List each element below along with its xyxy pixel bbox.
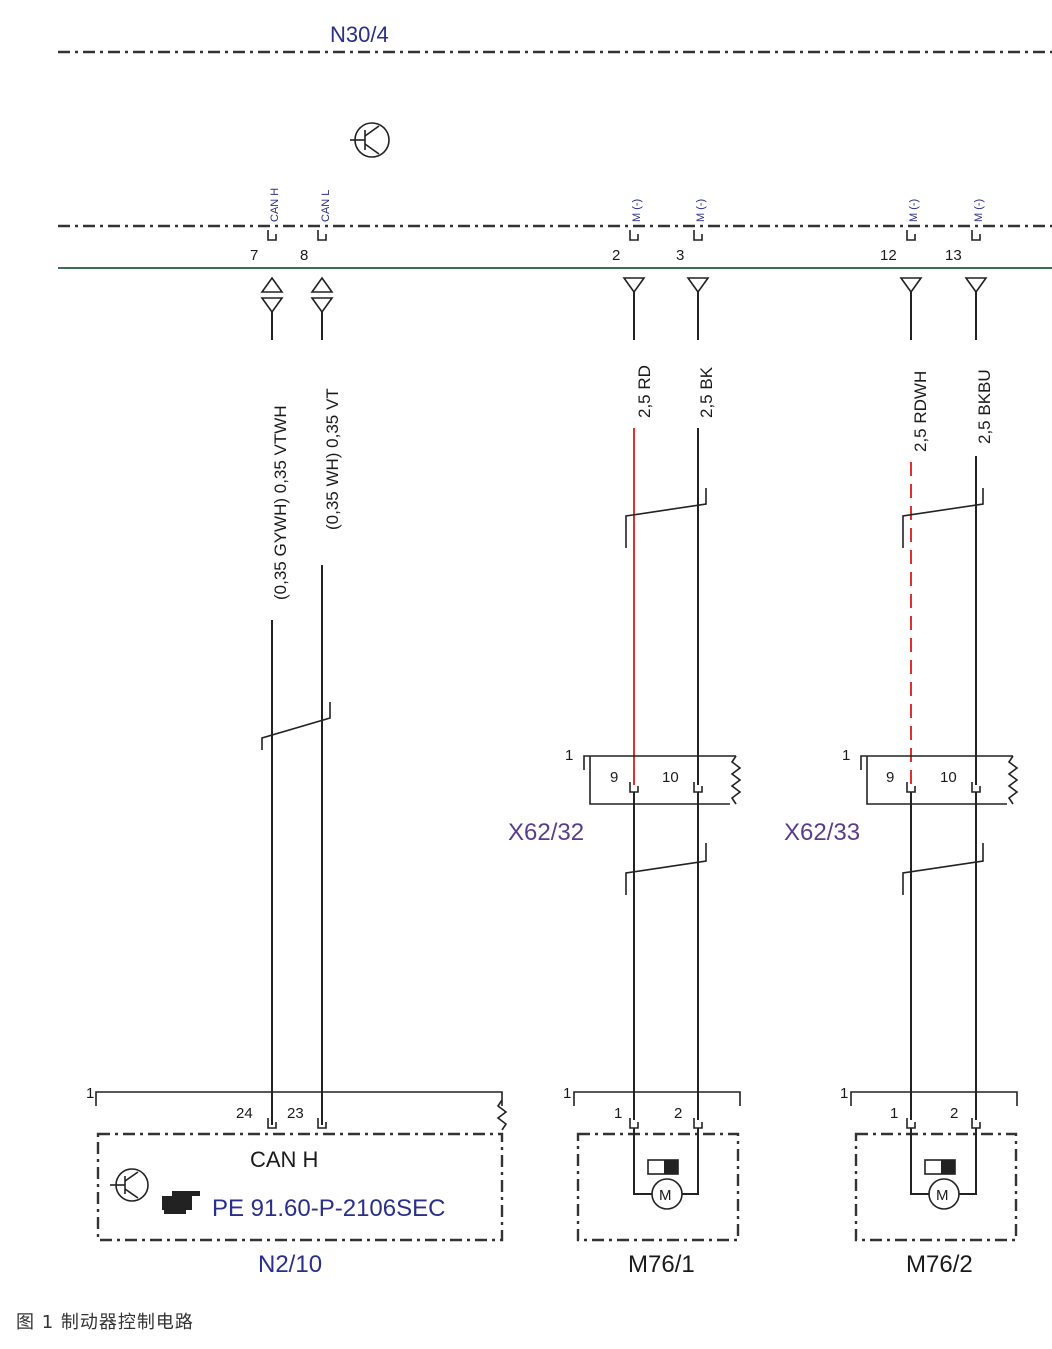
- pin-2: 2: [612, 247, 620, 264]
- svg-text:24: 24: [236, 1105, 253, 1122]
- connector-stubs: [267, 230, 981, 241]
- module-label-n30-4: N30/4: [330, 22, 389, 47]
- motor-label-m76-2: M76/2: [906, 1251, 973, 1278]
- pin-12: 12: [880, 247, 897, 264]
- svg-text:1: 1: [842, 747, 850, 764]
- svg-text:1: 1: [565, 747, 573, 764]
- motor-label-m76-1: M76/1: [628, 1251, 695, 1278]
- transistor-icon: [350, 122, 390, 158]
- coupler-x62-32: 1 9 10: [565, 747, 742, 805]
- twist-symbol-12-13: [902, 488, 984, 548]
- svg-text:9: 9: [610, 769, 618, 786]
- svg-text:10: 10: [662, 769, 679, 786]
- n2-10-reference-link[interactable]: PE 91.60-P-2106SEC: [212, 1195, 445, 1222]
- can-h-label: CAN H: [269, 188, 281, 222]
- figure-caption: 图 1 制动器控制电路: [16, 1312, 194, 1333]
- wire-label-13: 2,5 BKBU: [975, 369, 994, 444]
- can-l-label: CAN L: [320, 190, 332, 222]
- m-label-pin12: M (-): [908, 199, 920, 222]
- svg-text:M: M: [936, 1187, 949, 1204]
- m-label-pin3: M (-): [695, 199, 707, 222]
- wire-label-3: 2,5 BK: [697, 366, 716, 418]
- pin-8: 8: [300, 247, 308, 264]
- m-label-pin13: M (-): [973, 199, 985, 222]
- motor-symbol-m: M: [659, 1187, 672, 1204]
- motor-m76-2: 1 1 2 M: [840, 1085, 1018, 1242]
- coupler-label-x62-33: X62/33: [784, 819, 860, 846]
- wire-label-7: (0,35 GYWH) 0,35 VTWH: [271, 405, 290, 600]
- pin-13: 13: [945, 247, 962, 264]
- wire-label-8: (0,35 WH) 0,35 VT: [323, 388, 342, 530]
- can-coupling-symbols: [260, 276, 334, 314]
- module-n2-10: 1 24 23 CAN H: [86, 1085, 508, 1242]
- m-label-pin2: M (-): [631, 199, 643, 222]
- twist-symbol-x62-33: [902, 843, 984, 895]
- coupler-x62-33: 1 9 10: [842, 747, 1019, 805]
- svg-text:23: 23: [287, 1105, 304, 1122]
- svg-text:1: 1: [890, 1105, 898, 1122]
- svg-text:9: 9: [886, 769, 894, 786]
- motor-m76-1: 1 1 2 M: [563, 1085, 741, 1242]
- svg-text:1: 1: [563, 1085, 571, 1102]
- svg-text:10: 10: [940, 769, 957, 786]
- twist-symbol-can: [261, 702, 331, 750]
- pointing-hand-icon: [162, 1191, 200, 1214]
- module-label-n2-10: N2/10: [258, 1251, 322, 1278]
- wire-label-12: 2,5 RDWH: [911, 371, 930, 452]
- svg-text:1: 1: [840, 1085, 848, 1102]
- twist-symbol-2-3: [625, 488, 707, 548]
- twist-symbol-x62-32: [625, 843, 707, 895]
- ground-coupling-symbols: [622, 277, 988, 294]
- transistor-icon-n2-10: [110, 1168, 149, 1202]
- svg-text:1: 1: [614, 1105, 622, 1122]
- coupler-label-x62-32: X62/32: [508, 819, 584, 846]
- svg-text:2: 2: [950, 1105, 958, 1122]
- pin-3: 3: [676, 247, 684, 264]
- svg-text:2: 2: [674, 1105, 682, 1122]
- wire-label-2: 2,5 RD: [635, 365, 654, 418]
- svg-text:1: 1: [86, 1085, 94, 1102]
- pin-7: 7: [250, 247, 258, 264]
- n2-10-bus-label: CAN H: [250, 1147, 318, 1172]
